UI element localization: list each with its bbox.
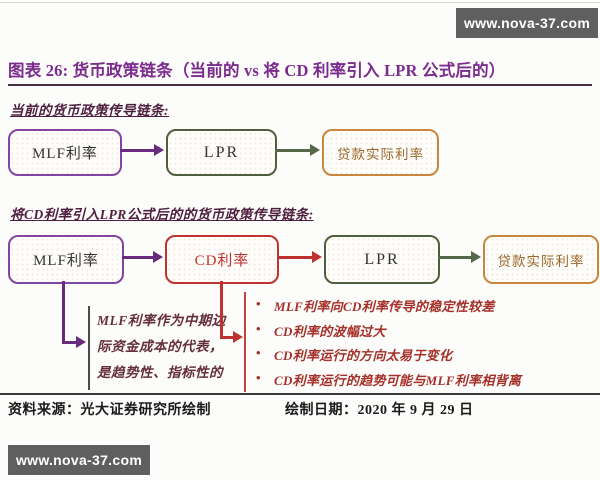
arrow-cd-to-lpr [277, 251, 322, 263]
section1-heading: 当前的货币政策传导链条: [10, 103, 169, 118]
watermark-text: www.nova-37.com [463, 15, 591, 31]
bullet-icon: • [256, 296, 261, 311]
node-lpr-current: LPR [166, 129, 277, 176]
bullet-text: CD利率的波幅过大 [274, 323, 386, 339]
bullet-text: CD利率运行的趋势可能与MLF利率相背离 [274, 372, 522, 388]
list-item: • MLF利率向CD利率传导的稳定性较差 [256, 296, 596, 321]
watermark-top: www.nova-37.com [456, 8, 598, 38]
title-underline [8, 84, 592, 86]
note-line: 是趋势性、指标性的 [97, 365, 223, 380]
watermark-text: www.nova-37.com [15, 452, 143, 468]
bullet-icon: • [256, 369, 261, 385]
bullet-text: CD利率运行的方向太易于变化 [274, 348, 453, 363]
section2-heading: 将CD利率引入LPR公式后的的货币政策传导链条: [10, 207, 314, 222]
arrowhead-icon [312, 251, 322, 263]
arrowhead-icon [153, 251, 163, 263]
arrowhead-icon [233, 331, 243, 343]
connector-cd-bullets-vertical [220, 281, 223, 339]
node-label: LPR [364, 250, 400, 268]
note-line: 际资金成本的代表， [97, 339, 223, 354]
arrow-lpr-to-loan-proposed [438, 251, 481, 263]
figure-title: 图表 26: 货币政策链条（当前的 vs 将 CD 利率引入 LPR 公式后的） [8, 61, 506, 80]
list-item: • CD利率的波幅过大 [256, 321, 596, 346]
mlf-note: MLF利率作为中期边 际资金成本的代表， 是趋势性、指标性的 [97, 308, 232, 386]
node-label: CD利率 [194, 253, 250, 269]
node-lpr-proposed: LPR [324, 235, 440, 284]
arrowhead-icon [310, 144, 320, 156]
note-left-border [88, 306, 90, 390]
connector-cd-bullets-horizontal [220, 336, 234, 339]
arrow-lpr-to-loan [275, 144, 320, 156]
node-label: 贷款实际利率 [337, 146, 424, 162]
top-divider [0, 2, 600, 3]
bullets-left-border [244, 292, 246, 392]
node-label: MLF利率 [32, 146, 98, 162]
arrowhead-icon [471, 251, 481, 263]
node-cd-rate: CD利率 [165, 235, 279, 284]
node-label: 贷款实际利率 [497, 253, 585, 269]
node-mlf-rate-proposed: MLF利率 [8, 235, 124, 284]
cd-bullet-list: • MLF利率向CD利率传导的稳定性较差 • CD利率的波幅过大 • CD利率运… [256, 296, 596, 394]
arrow-mlf-to-lpr [120, 144, 164, 156]
node-loan-rate-proposed: 贷款实际利率 [483, 235, 599, 284]
list-item: • CD利率运行的方向太易于变化 [256, 345, 596, 370]
date-note: 绘制日期：2020 年 9 月 29 日 [285, 403, 474, 418]
connector-mlf-note-vertical [62, 281, 65, 343]
source-note: 资料来源：光大证券研究所绘制 [8, 403, 211, 418]
bullet-icon: • [256, 320, 261, 336]
node-mlf-rate-current: MLF利率 [8, 129, 122, 176]
connector-mlf-note-horizontal [62, 341, 77, 344]
node-loan-rate-current: 贷款实际利率 [322, 129, 439, 176]
list-item: • CD利率运行的趋势可能与MLF利率相背离 [256, 370, 596, 395]
node-label: MLF利率 [33, 253, 99, 269]
arrowhead-icon [76, 336, 86, 348]
arrow-mlf-to-cd [122, 251, 163, 263]
bullet-text: MLF利率向CD利率传导的稳定性较差 [274, 299, 495, 314]
footer-divider [0, 393, 600, 395]
arrowhead-icon [154, 144, 164, 156]
bullet-icon: • [256, 345, 261, 360]
node-label: LPR [203, 143, 240, 161]
note-line: MLF利率作为中期边 [97, 313, 226, 328]
watermark-bottom: www.nova-37.com [8, 445, 150, 475]
